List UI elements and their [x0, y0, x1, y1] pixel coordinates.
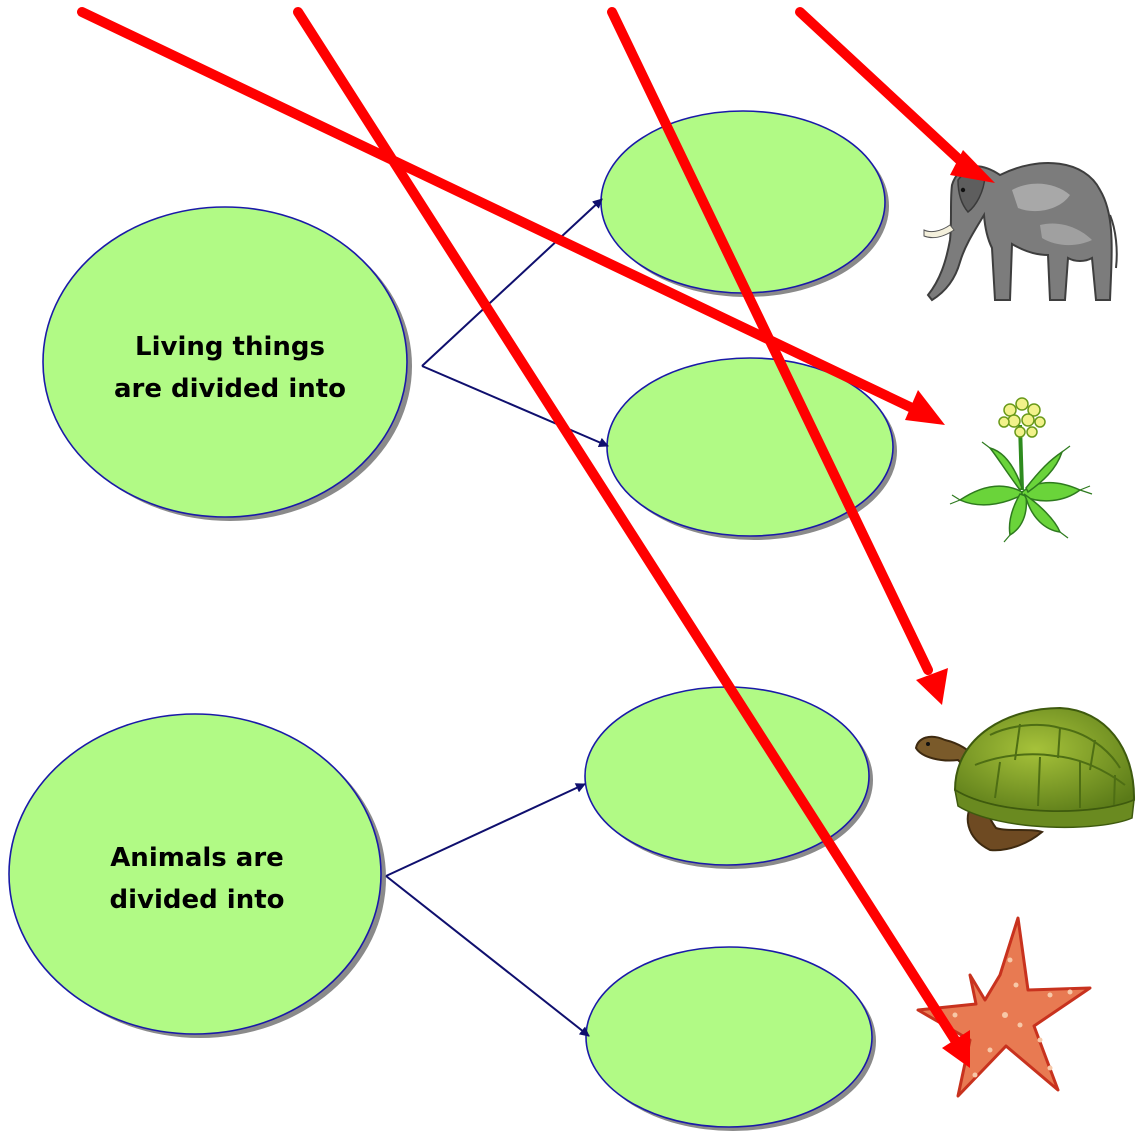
connector-living-to-group1	[421, 198, 603, 367]
plant-picture	[949, 397, 1093, 543]
starfish-picture	[916, 916, 1092, 1098]
animal-group-1-blank[interactable]	[584, 686, 873, 869]
red-arrows	[77, 7, 995, 1068]
connector-animals-to-group2	[385, 875, 590, 1037]
animals-node: Animals are divided into	[8, 713, 386, 1038]
living-group-1-blank[interactable]	[600, 110, 889, 297]
elephant-picture	[923, 162, 1118, 302]
living-things-label-line1: Living things	[135, 332, 325, 362]
animals-label-line2: divided into	[109, 885, 284, 915]
living-group-2-blank[interactable]	[606, 357, 897, 540]
connector-living-to-group2	[421, 365, 609, 448]
red-arrow-to-tortoise	[607, 7, 948, 705]
red-arrow-to-starfish	[293, 7, 970, 1068]
animal-group-2-blank[interactable]	[585, 946, 876, 1131]
connector-animals-to-group1	[385, 783, 586, 877]
red-arrow-to-elephant	[795, 7, 995, 183]
connector-arrows	[385, 198, 609, 1037]
tortoise-picture	[914, 706, 1136, 852]
animals-label-line1: Animals are	[110, 843, 284, 873]
living-things-label-line2: are divided into	[114, 374, 346, 404]
living-things-node: Living things are divided into	[42, 206, 412, 521]
